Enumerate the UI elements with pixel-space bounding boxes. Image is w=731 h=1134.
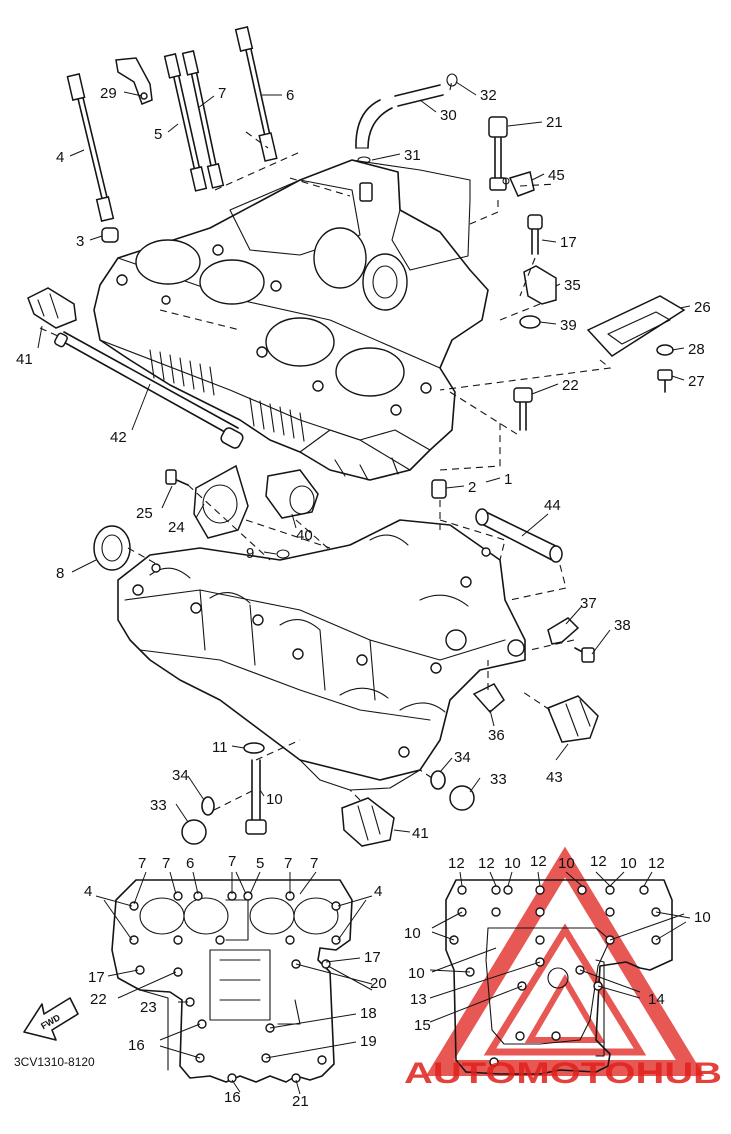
pan-label-10e: 10	[404, 925, 421, 942]
pan-label-12c: 12	[530, 853, 547, 870]
part-label-3: 3	[76, 233, 84, 250]
part-label-41-lower: 41	[412, 825, 429, 842]
part-label-29: 29	[100, 85, 117, 102]
part-label-22: 22	[562, 377, 579, 394]
grid-label-22: 22	[90, 991, 107, 1008]
part-label-32: 32	[480, 87, 497, 104]
lower-bolt-pattern	[429, 871, 691, 1075]
part-label-26: 26	[694, 299, 711, 316]
part-label-44: 44	[544, 497, 561, 514]
pan-label-12a: 12	[448, 855, 465, 872]
part-label-34-right: 34	[454, 749, 471, 766]
part-label-31: 31	[404, 147, 421, 164]
part-label-17: 17	[560, 234, 577, 251]
part-label-30: 30	[440, 107, 457, 124]
grid-label-4-left: 4	[84, 883, 92, 900]
pan-label-10b: 10	[558, 855, 575, 872]
pan-label-12e: 12	[648, 855, 665, 872]
pan-label-13: 13	[410, 991, 427, 1008]
part-label-27: 27	[688, 373, 705, 390]
grid-label-18: 18	[360, 1005, 377, 1022]
grid-label-23: 23	[140, 999, 157, 1016]
grid-label-7b: 7	[162, 855, 170, 872]
lower-crankcase	[117, 519, 526, 791]
grid-label-17-right: 17	[364, 949, 381, 966]
grid-label-17-left: 17	[88, 969, 105, 986]
pan-label-12d: 12	[590, 853, 607, 870]
grid-label-7e: 7	[310, 855, 318, 872]
upper-crankcase	[93, 159, 489, 481]
part-label-36: 36	[488, 727, 505, 744]
part-label-33-right: 33	[490, 771, 507, 788]
part-label-38: 38	[614, 617, 631, 634]
part-label-24: 24	[168, 519, 185, 536]
drawing-code: 3CV1310-8120	[14, 1055, 95, 1069]
pan-label-12b: 12	[478, 855, 495, 872]
part-label-42: 42	[110, 429, 127, 446]
part-label-28: 28	[688, 341, 705, 358]
fwd-text: FWD	[39, 1012, 62, 1031]
grid-label-6: 6	[186, 855, 194, 872]
part-label-41-upper: 41	[16, 351, 33, 368]
grid-label-16-left: 16	[128, 1037, 145, 1054]
grid-label-7c: 7	[228, 853, 236, 870]
pan-label-10f: 10	[408, 965, 425, 982]
part-label-33-left: 33	[150, 797, 167, 814]
pan-label-10d: 10	[694, 909, 711, 926]
watermark	[425, 846, 705, 1076]
grid-label-19: 19	[360, 1033, 377, 1050]
part-label-1: 1	[504, 471, 512, 488]
grid-label-4-right: 4	[374, 883, 382, 900]
part-label-11: 11	[212, 739, 228, 756]
assembly-lines	[39, 79, 612, 811]
pan-label-10a: 10	[504, 855, 521, 872]
pan-label-15: 15	[414, 1017, 431, 1034]
watermark-text: AUTOMOTOHUB	[404, 1057, 722, 1090]
part-label-21: 21	[546, 114, 563, 131]
part-labels: 29 7 6 32 30 21 4 5 31 45 3 17 35 26 39 …	[16, 81, 711, 1110]
part-label-9: 9	[246, 545, 254, 562]
grid-label-7a: 7	[138, 855, 146, 872]
part-label-37: 37	[580, 595, 597, 612]
part-label-34-left: 34	[172, 767, 189, 784]
part-label-45: 45	[548, 167, 565, 184]
part-label-10: 10	[266, 791, 283, 808]
grid-label-7d: 7	[284, 855, 292, 872]
part-label-43: 43	[546, 769, 563, 786]
pan-label-14: 14	[648, 991, 665, 1008]
part-label-40: 40	[296, 527, 313, 544]
grid-label-5: 5	[256, 855, 264, 872]
cylinder-studs	[66, 26, 278, 243]
part-label-4: 4	[56, 149, 64, 166]
watermark-brand: AUTOMOTOHUB	[404, 1057, 722, 1090]
fwd-arrow: FWD	[23, 997, 79, 1041]
part-label-5: 5	[154, 126, 162, 143]
grid-label-16-bottom: 16	[224, 1089, 241, 1106]
part-label-2: 2	[468, 479, 476, 496]
part-label-39: 39	[560, 317, 577, 334]
part-label-8: 8	[56, 565, 64, 582]
grid-label-21: 21	[292, 1093, 309, 1110]
upper-bolt-pattern	[95, 871, 373, 1095]
part-label-25: 25	[136, 505, 153, 522]
part-label-6: 6	[286, 87, 294, 104]
upper-small-parts	[27, 57, 686, 571]
grid-label-20: 20	[370, 975, 387, 992]
lower-small-parts	[181, 617, 599, 847]
pan-label-10c: 10	[620, 855, 637, 872]
part-label-35: 35	[564, 277, 581, 294]
bolt-holes-upper-pattern	[129, 891, 341, 1083]
part-label-7: 7	[218, 85, 226, 102]
